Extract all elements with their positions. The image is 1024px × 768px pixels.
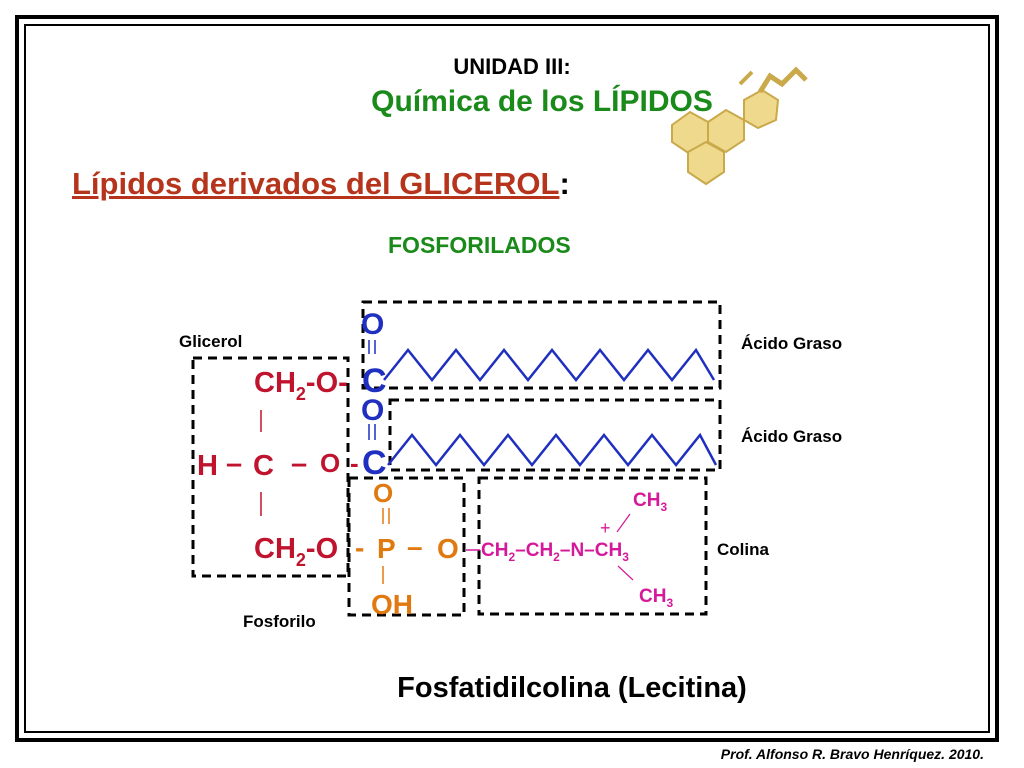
glycerol-oxygen-mid: O: [320, 448, 340, 478]
label-glicerol: Glicerol: [179, 332, 242, 351]
slide-subtitle: Lípidos derivados del GLICEROL:: [72, 166, 570, 202]
carbonyl-carbon-2: C: [362, 444, 387, 482]
fatty-acid-chain-1: [383, 347, 716, 383]
glycerol-bond-h: –: [226, 448, 242, 480]
subtitle-colon: :: [559, 166, 570, 201]
section-heading: FOSFORILADOS: [388, 232, 571, 258]
glycerol-bond-o: –: [291, 448, 307, 480]
slide-frame-inner: [24, 24, 990, 733]
author-credit: Prof. Alfonso R. Bravo Henríquez. 2010.: [720, 746, 984, 762]
phosphorus: P: [377, 533, 396, 564]
fatty-acid-box-1: [361, 300, 722, 390]
glycerol-bond-mid: -: [350, 448, 359, 478]
fatty-acid-box-2: [388, 398, 722, 472]
compound-name: Fosfatidilcolina (Lecitina): [397, 672, 747, 704]
label-fosforilo: Fosforilo: [243, 612, 316, 631]
glycerol-ch2-bottom: CH2-O: [254, 533, 338, 570]
choline-bond-top: [616, 513, 631, 533]
choline-chain: CH2–CH2–N–CH3: [481, 540, 629, 564]
carbonyl-oxygen-1: O: [361, 308, 384, 341]
phosphoryl-oxygen-right: O: [437, 533, 459, 564]
label-acido-graso-2: Ácido Graso: [741, 427, 842, 446]
choline-bond-bottom: [617, 565, 634, 581]
slide-title: Química de los LÍPIDOS: [371, 85, 713, 118]
fatty-acid-chain-2: [387, 432, 718, 468]
carbonyl-oxygen-2: O: [361, 394, 384, 427]
choline-ch3-bottom: CH3: [639, 586, 673, 610]
phosphoryl-oxygen-top: O: [373, 478, 393, 508]
label-acido-graso-1: Ácido Graso: [741, 334, 842, 353]
choline-charge: +: [600, 518, 611, 538]
phosphoryl-box: [347, 476, 466, 617]
glycerol-central-carbon: C: [253, 450, 274, 482]
phosphoryl-hydroxyl: OH: [371, 589, 413, 620]
glycerol-box: [191, 356, 350, 578]
phosphoryl-bond-left: -: [355, 532, 364, 563]
subtitle-text: Lípidos derivados del GLICEROL: [72, 166, 560, 201]
unit-heading: UNIDAD III:: [453, 54, 571, 79]
choline-ch3-top: CH3: [633, 490, 667, 514]
glycerol-hydrogen: H: [197, 450, 218, 482]
phosphoryl-bond-right: –: [407, 531, 423, 562]
slide-frame-outer: [15, 15, 999, 742]
glycerol-ch2-top: CH2-O-: [254, 367, 348, 404]
steroid-ring-icon: [671, 66, 808, 186]
carbonyl-carbon-1: C: [362, 362, 387, 400]
choline-box: [477, 476, 708, 616]
label-colina: Colina: [717, 540, 769, 559]
